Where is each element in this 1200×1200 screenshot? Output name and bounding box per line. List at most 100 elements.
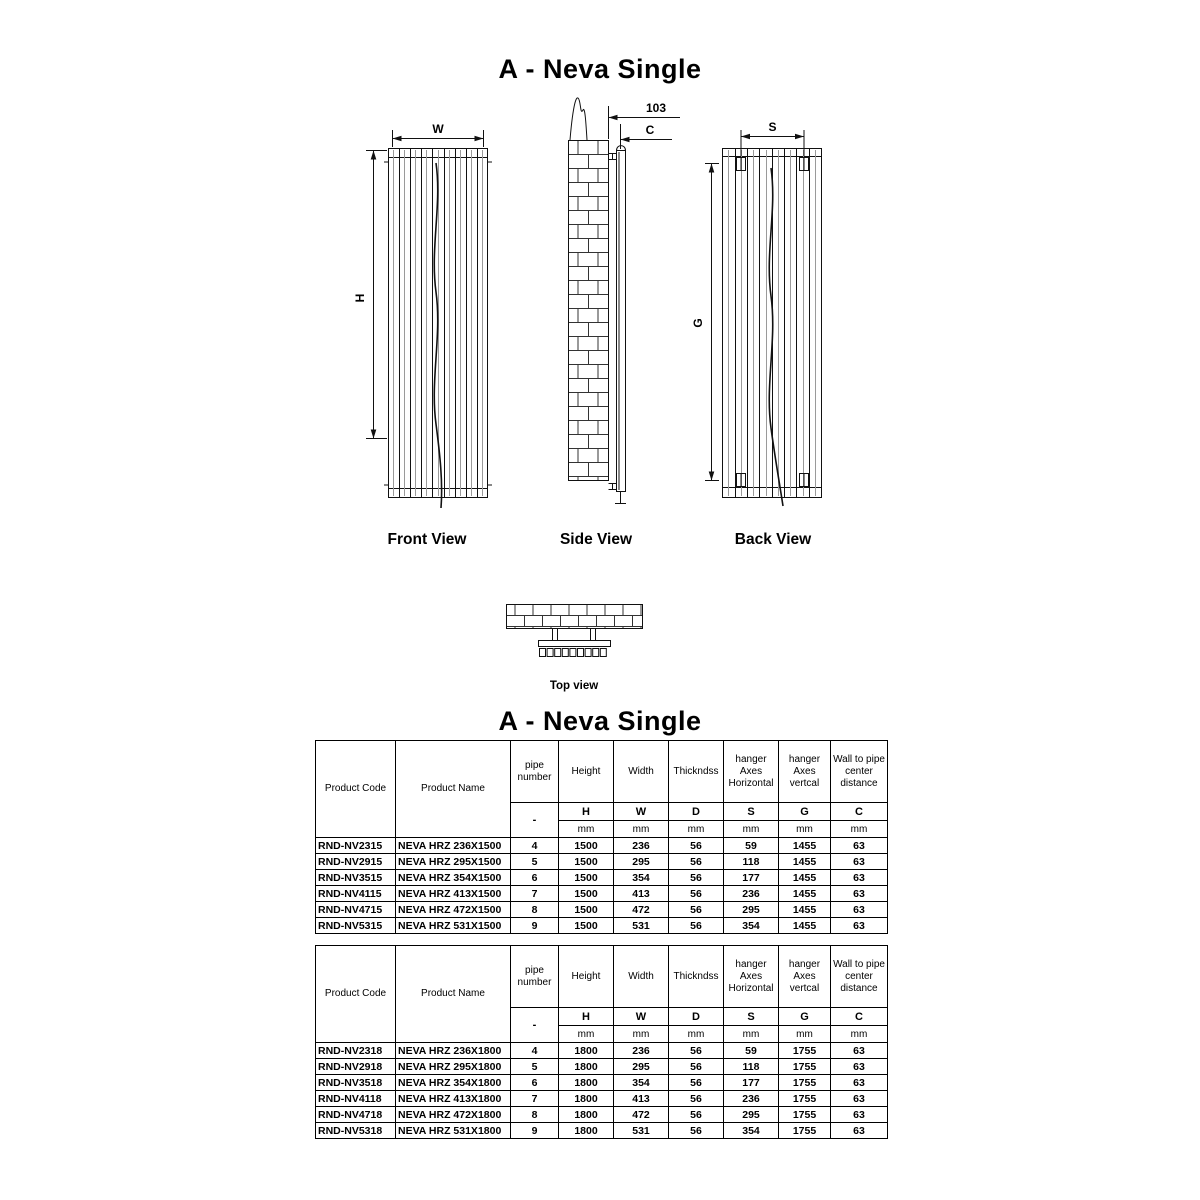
wall-brick-section — [568, 140, 609, 481]
cell-height: 1800 — [558, 1090, 614, 1107]
header-dash: - — [510, 802, 559, 838]
arrow-left-icon — [741, 133, 750, 140]
back-hanger-h-dim-label: S — [768, 120, 776, 134]
cell-thickness: 56 — [668, 1074, 724, 1091]
header-hanger-vertical: hanger Axes vertcal — [778, 945, 831, 1008]
header-sym-s: S — [723, 802, 779, 821]
header-sym-c: C — [830, 802, 888, 821]
cell-hanger-vertical: 1455 — [778, 853, 831, 870]
cell-wall-distance: 63 — [830, 837, 888, 854]
cell-pipe-number: 4 — [510, 1042, 559, 1059]
cell-thickness: 56 — [668, 901, 724, 918]
cell-width: 413 — [613, 885, 669, 902]
cell-hanger-vertical: 1755 — [778, 1106, 831, 1123]
cell-height: 1800 — [558, 1074, 614, 1091]
cell-pipe-number: 8 — [510, 1106, 559, 1123]
arrow-left-icon — [608, 114, 618, 121]
cell-height: 1500 — [558, 901, 614, 918]
cell-product-name: NEVA HRZ 472X1500 — [395, 901, 511, 918]
cell-pipe-number: 5 — [510, 1058, 559, 1075]
cell-pipe-number: 9 — [510, 1122, 559, 1139]
back-view-drawing — [705, 130, 822, 507]
top-wall-bracket — [608, 153, 617, 160]
table-header: Product Code Product Name pipe number He… — [315, 945, 888, 1043]
arrow-down-icon — [708, 471, 715, 481]
drawing-labels: W H 103 C S G Front View Side View Back … — [353, 101, 812, 692]
header-thickness: Thickndss — [668, 945, 724, 1008]
cell-height: 1500 — [558, 885, 614, 902]
header-unit: mm — [830, 1025, 888, 1043]
header-unit: mm — [778, 1025, 831, 1043]
table-row: RND-NV5315 NEVA HRZ 531X1500 9 1500 531 … — [315, 917, 888, 934]
cell-thickness: 56 — [668, 1042, 724, 1059]
cell-width: 531 — [613, 917, 669, 934]
cell-height: 1800 — [558, 1042, 614, 1059]
cell-hanger-vertical: 1755 — [778, 1058, 831, 1075]
header-unit: mm — [558, 820, 614, 838]
header-unit: mm — [723, 820, 779, 838]
table-row: RND-NV4118 NEVA HRZ 413X1800 7 1800 413 … — [315, 1090, 888, 1107]
cell-pipe-number: 8 — [510, 901, 559, 918]
back-hanger-v-dim-label: G — [691, 318, 705, 327]
header-sym-d: D — [668, 802, 724, 821]
cell-height: 1500 — [558, 837, 614, 854]
cell-product-code: RND-NV3515 — [315, 869, 396, 886]
pipe-sections — [539, 648, 607, 657]
side-view-label: Side View — [560, 531, 633, 548]
cell-height: 1800 — [558, 1106, 614, 1123]
header-sym-g: G — [778, 1007, 831, 1026]
cell-hanger-horizontal: 295 — [723, 901, 779, 918]
cell-pipe-number: 5 — [510, 853, 559, 870]
cell-product-name: NEVA HRZ 531X1500 — [395, 917, 511, 934]
header-product-code: Product Code — [315, 945, 396, 1043]
cell-thickness: 56 — [668, 1106, 724, 1123]
cell-width: 295 — [613, 853, 669, 870]
hanger-bracket — [552, 628, 558, 641]
top-view-drawing — [506, 604, 643, 657]
table-row: RND-NV2915 NEVA HRZ 295X1500 5 1500 295 … — [315, 853, 888, 870]
side-offset-dim-label: 103 — [646, 101, 666, 115]
cell-wall-distance: 63 — [830, 853, 888, 870]
cell-thickness: 56 — [668, 1058, 724, 1075]
power-cable — [433, 162, 443, 509]
cell-hanger-vertical: 1755 — [778, 1122, 831, 1139]
cell-hanger-horizontal: 59 — [723, 837, 779, 854]
cell-wall-distance: 63 — [830, 885, 888, 902]
cell-wall-distance: 63 — [830, 1090, 888, 1107]
bottom-wall-bracket — [608, 483, 617, 490]
header-sym-h: H — [558, 802, 614, 821]
table-body-1500: RND-NV2315 NEVA HRZ 236X1500 4 1500 236 … — [315, 837, 888, 934]
cell-height: 1800 — [558, 1122, 614, 1139]
cell-thickness: 56 — [668, 837, 724, 854]
front-view-label: Front View — [388, 531, 468, 548]
cell-width: 236 — [613, 1042, 669, 1059]
header-unit: mm — [778, 820, 831, 838]
header-unit: mm — [723, 1025, 779, 1043]
header-hanger-vertical: hanger Axes vertcal — [778, 740, 831, 803]
cell-thickness: 56 — [668, 917, 724, 934]
spec-table-1800: Product Code Product Name pipe number He… — [315, 945, 888, 1139]
cell-product-code: RND-NV5315 — [315, 917, 396, 934]
cell-hanger-horizontal: 177 — [723, 869, 779, 886]
cell-hanger-vertical: 1755 — [778, 1090, 831, 1107]
cell-thickness: 56 — [668, 885, 724, 902]
hanger-bracket — [590, 628, 596, 641]
radiator-profile — [616, 150, 626, 492]
side-wall-dim-label: C — [646, 123, 655, 137]
technical-drawings: W H 103 C S G Front View Side View Back … — [353, 97, 822, 692]
header-unit: mm — [613, 820, 669, 838]
top-view-label: Top view — [550, 680, 598, 692]
cell-hanger-vertical: 1755 — [778, 1074, 831, 1091]
cell-product-code: RND-NV2915 — [315, 853, 396, 870]
arrow-left-icon — [392, 135, 402, 142]
cell-width: 531 — [613, 1122, 669, 1139]
cell-pipe-number: 6 — [510, 869, 559, 886]
cell-product-name: NEVA HRZ 354X1800 — [395, 1074, 511, 1091]
cell-wall-distance: 63 — [830, 901, 888, 918]
table-header: Product Code Product Name pipe number He… — [315, 740, 888, 838]
cell-pipe-number: 9 — [510, 917, 559, 934]
cell-product-name: NEVA HRZ 236X1800 — [395, 1042, 511, 1059]
cell-pipe-number: 7 — [510, 1090, 559, 1107]
header-width: Width — [613, 740, 669, 803]
